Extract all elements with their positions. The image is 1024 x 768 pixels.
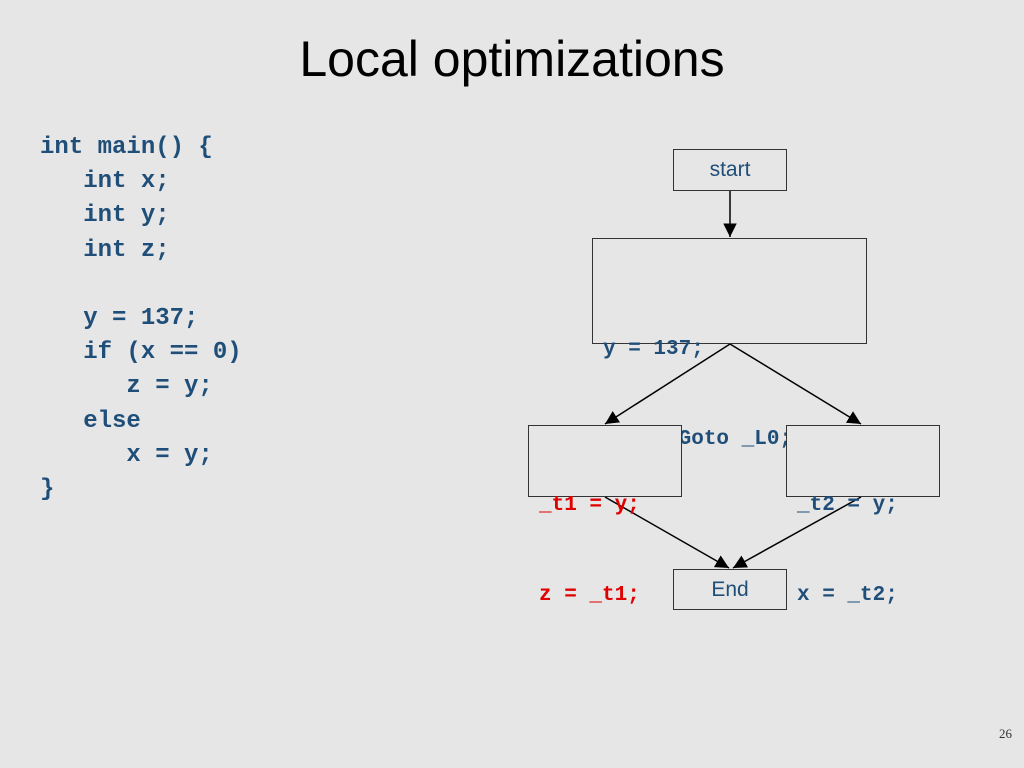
end-node: End bbox=[673, 569, 787, 610]
edge-right-to-end bbox=[732, 496, 862, 569]
code-line: int z; bbox=[40, 236, 170, 264]
code-line: if (x == 0) bbox=[40, 339, 242, 367]
end-label: End bbox=[711, 577, 749, 601]
code-line: int x; bbox=[40, 168, 170, 196]
code-line: x = y; bbox=[40, 441, 213, 469]
start-label: start bbox=[709, 158, 751, 181]
code-line: } bbox=[40, 475, 55, 503]
left-block-line: z = _t1; bbox=[539, 584, 640, 607]
code-line: int y; bbox=[40, 202, 170, 230]
entry-block-line: y = 137; bbox=[603, 338, 704, 361]
right-block: _t2 = y; x = _t2; bbox=[786, 425, 940, 607]
edge-entry-to-right bbox=[729, 343, 862, 425]
code-line: else bbox=[40, 407, 141, 435]
edge-left-to-end bbox=[604, 496, 730, 569]
code-line: z = y; bbox=[40, 373, 213, 401]
slide-title: Local optimizations bbox=[299, 31, 725, 87]
page-number: 26 bbox=[999, 726, 1012, 741]
left-block-highlighted: _t1 = y; z = _t1; bbox=[528, 425, 682, 607]
right-block-line: x = _t2; bbox=[797, 584, 898, 607]
right-block-line: _t2 = y; bbox=[797, 494, 898, 517]
source-code-listing: int main() { int x; int y; int z; y = 13… bbox=[40, 131, 242, 507]
edge-entry-to-left bbox=[604, 343, 731, 425]
code-line: y = 137; bbox=[40, 304, 199, 332]
code-line: int main() { bbox=[40, 134, 213, 161]
start-node: start bbox=[673, 149, 787, 191]
entry-block: y = 137; IfZ x Goto _L0; bbox=[592, 238, 867, 451]
left-block-line: _t1 = y; bbox=[539, 494, 640, 517]
